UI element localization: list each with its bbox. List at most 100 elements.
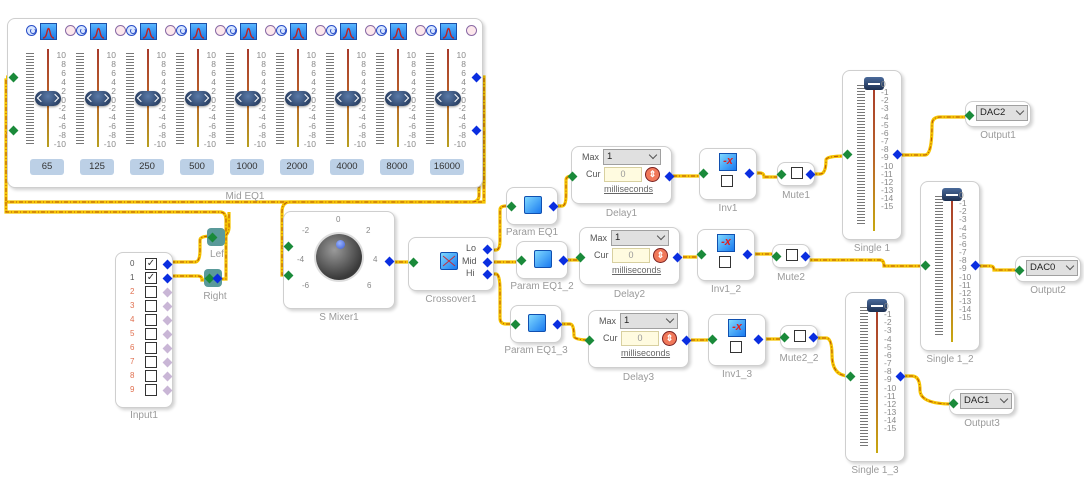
channel-checkbox[interactable] bbox=[145, 328, 157, 340]
output-block[interactable]: DAC1 bbox=[949, 389, 1015, 415]
volume-slider-track[interactable] bbox=[951, 192, 953, 342]
power-icon[interactable] bbox=[376, 25, 387, 36]
power-icon[interactable] bbox=[26, 25, 37, 36]
bandpass-filter-icon[interactable] bbox=[240, 23, 257, 40]
delay-cur-input[interactable]: 0 bbox=[621, 331, 659, 346]
sine-wave-icon[interactable] bbox=[215, 25, 226, 36]
channel-output-pin[interactable] bbox=[162, 315, 173, 326]
channel-checkbox[interactable] bbox=[145, 300, 157, 312]
delay-unit-link[interactable]: milliseconds bbox=[612, 265, 662, 275]
output-device-select[interactable]: DAC1 bbox=[960, 393, 1012, 409]
up-down-arrows-icon[interactable]: ⇕ bbox=[662, 331, 677, 346]
up-down-arrows-icon[interactable]: ⇕ bbox=[645, 167, 660, 182]
inverter-block[interactable]: -x bbox=[697, 229, 755, 281]
mute-checkbox[interactable] bbox=[786, 249, 798, 261]
delay-unit-link[interactable]: milliseconds bbox=[621, 348, 671, 358]
volume-scale-label: -1 bbox=[884, 309, 892, 320]
channel-output-pin[interactable] bbox=[162, 329, 173, 340]
eq-frequency-button[interactable]: 8000 bbox=[380, 159, 414, 175]
output-block[interactable]: DAC0 bbox=[1015, 256, 1081, 282]
volume-block[interactable]: 0-1-2-3-4-5-6-7-8-9-10-11-12-13-14-15 bbox=[842, 70, 902, 240]
eq-frequency-button[interactable]: 250 bbox=[130, 159, 164, 175]
power-icon[interactable] bbox=[276, 25, 287, 36]
volume-slider-thumb[interactable] bbox=[864, 77, 884, 90]
channel-checkbox[interactable] bbox=[145, 370, 157, 382]
eq-scale-label: 10 bbox=[106, 50, 116, 60]
delay-cur-input[interactable]: 0 bbox=[612, 248, 650, 263]
delay-max-select[interactable]: 1 bbox=[620, 313, 678, 329]
channel-checkbox[interactable] bbox=[145, 314, 157, 326]
delay-cur-input[interactable]: 0 bbox=[604, 167, 642, 182]
inverter-checkbox[interactable] bbox=[721, 175, 733, 187]
channel-checkbox[interactable] bbox=[145, 384, 157, 396]
bandpass-filter-icon[interactable] bbox=[40, 23, 57, 40]
eq-frequency-button[interactable]: 65 bbox=[30, 159, 64, 175]
channel-output-pin[interactable] bbox=[162, 301, 173, 312]
volume-slider-track[interactable] bbox=[873, 81, 875, 231]
sine-wave-icon[interactable] bbox=[315, 25, 326, 36]
bandpass-filter-icon[interactable] bbox=[390, 23, 407, 40]
bandpass-filter-icon[interactable] bbox=[190, 23, 207, 40]
eq-frequency-button[interactable]: 2000 bbox=[280, 159, 314, 175]
channel-output-pin[interactable] bbox=[162, 357, 173, 368]
delay-max-select[interactable]: 1 bbox=[603, 149, 661, 165]
up-down-arrows-icon[interactable]: ⇕ bbox=[653, 248, 668, 263]
channel-output-pin[interactable] bbox=[162, 371, 173, 382]
power-icon[interactable] bbox=[326, 25, 337, 36]
sine-wave-icon[interactable] bbox=[165, 25, 176, 36]
sine-wave-icon[interactable] bbox=[265, 25, 276, 36]
bandpass-filter-icon[interactable] bbox=[90, 23, 107, 40]
sine-wave-icon[interactable] bbox=[65, 25, 76, 36]
power-icon[interactable] bbox=[426, 25, 437, 36]
volume-slider-track[interactable] bbox=[876, 303, 878, 453]
channel-checkbox[interactable]: ✓ bbox=[145, 272, 157, 284]
channel-output-pin[interactable] bbox=[162, 287, 173, 298]
mixer-block[interactable]: 0 2 4 6 -6 -4 -2 bbox=[283, 211, 395, 309]
delay-unit-link[interactable]: milliseconds bbox=[604, 184, 654, 194]
power-icon[interactable] bbox=[176, 25, 187, 36]
output-block[interactable]: DAC2 bbox=[965, 101, 1031, 127]
eq-frequency-button[interactable]: 1000 bbox=[230, 159, 264, 175]
channel-checkbox[interactable]: ✓ bbox=[145, 258, 157, 270]
volume-block[interactable]: 0-1-2-3-4-5-6-7-8-9-10-11-12-13-14-15 bbox=[920, 181, 980, 351]
delay-max-select[interactable]: 1 bbox=[611, 230, 669, 246]
power-icon[interactable] bbox=[226, 25, 237, 36]
bandpass-filter-icon[interactable] bbox=[340, 23, 357, 40]
bandpass-filter-icon[interactable] bbox=[440, 23, 457, 40]
sine-wave-icon[interactable] bbox=[115, 25, 126, 36]
channel-output-pin[interactable] bbox=[162, 343, 173, 354]
sine-wave-icon[interactable] bbox=[365, 25, 376, 36]
chevron-down-icon bbox=[1015, 106, 1025, 116]
eq-frequency-button[interactable]: 4000 bbox=[330, 159, 364, 175]
crossover-block[interactable]: Lo Mid Hi bbox=[408, 237, 494, 291]
channel-output-pin[interactable] bbox=[162, 385, 173, 396]
mute-checkbox[interactable] bbox=[791, 167, 803, 179]
sine-wave-icon[interactable] bbox=[415, 25, 426, 36]
power-icon[interactable] bbox=[76, 25, 87, 36]
output-device-select[interactable]: DAC2 bbox=[976, 105, 1028, 121]
inverter-checkbox[interactable] bbox=[719, 256, 731, 268]
eq-scale-label: 8 bbox=[411, 58, 416, 69]
inverter-checkbox[interactable] bbox=[730, 341, 742, 353]
channel-output-pin[interactable] bbox=[162, 273, 173, 284]
eq-frequency-button[interactable]: 125 bbox=[80, 159, 114, 175]
eq-frequency-button[interactable]: 16000 bbox=[430, 159, 464, 175]
volume-slider-thumb[interactable] bbox=[942, 188, 962, 201]
channel-checkbox[interactable] bbox=[145, 342, 157, 354]
bandpass-filter-icon[interactable] bbox=[290, 23, 307, 40]
channel-checkbox[interactable] bbox=[145, 286, 157, 298]
bandpass-filter-icon[interactable] bbox=[140, 23, 157, 40]
output-device-select[interactable]: DAC0 bbox=[1026, 260, 1078, 276]
mute-checkbox[interactable] bbox=[794, 330, 806, 342]
volume-slider-thumb[interactable] bbox=[867, 299, 887, 312]
channel-checkbox[interactable] bbox=[145, 356, 157, 368]
sine-wave-icon[interactable] bbox=[466, 25, 477, 36]
eq-frequency-button[interactable]: 500 bbox=[180, 159, 214, 175]
power-icon[interactable] bbox=[126, 25, 137, 36]
channel-output-pin[interactable] bbox=[162, 259, 173, 270]
